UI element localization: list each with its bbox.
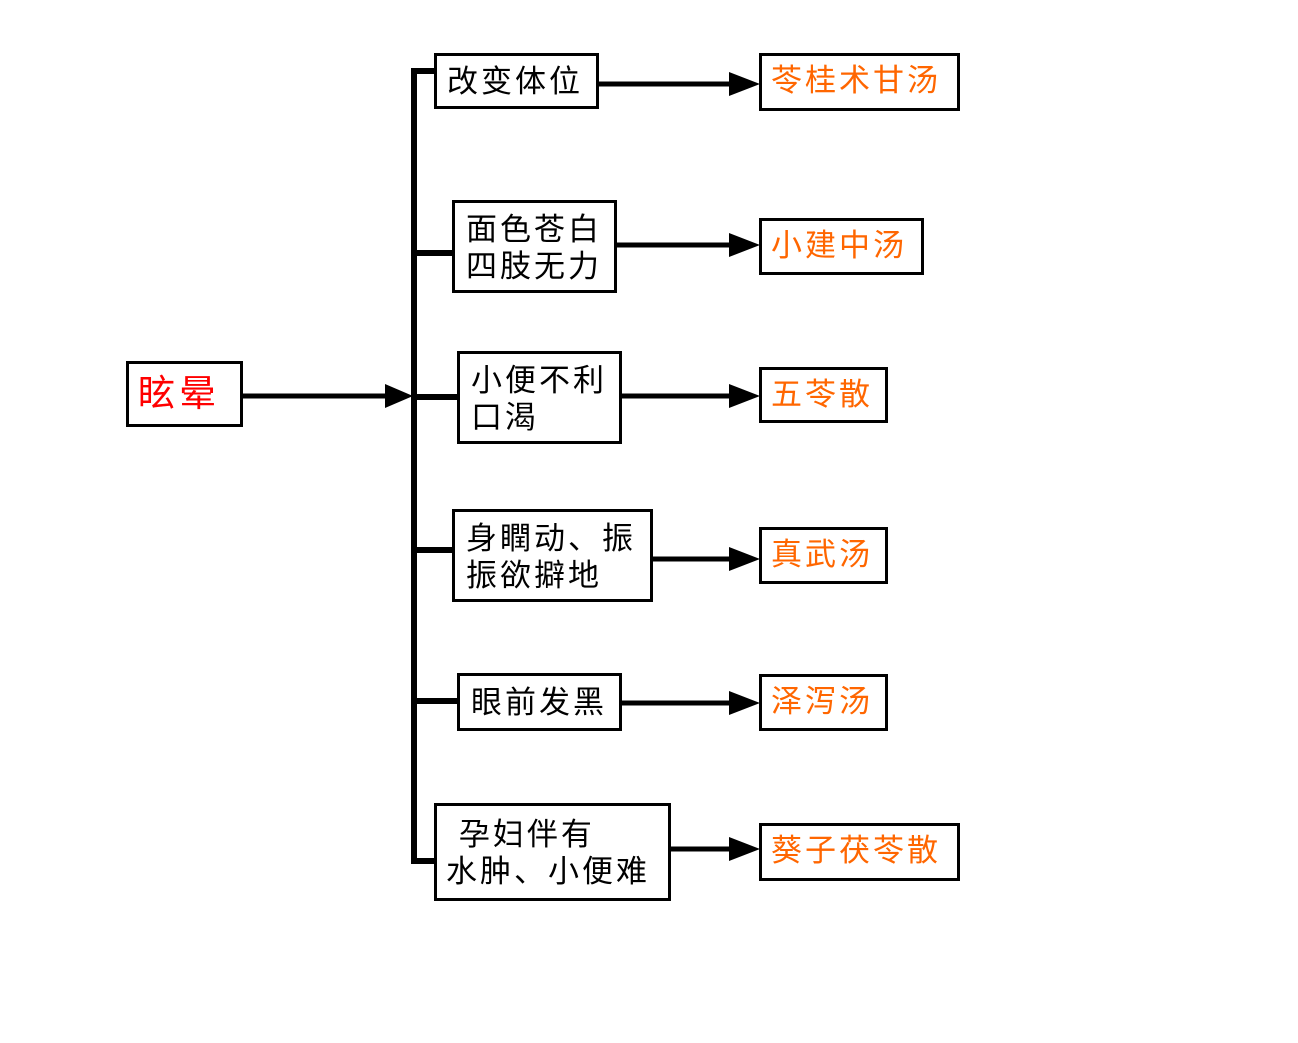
remedy-arrowhead-4 [729,547,760,571]
symptom-text-line: 小便不利 [471,363,607,399]
remedy-node-3: 五苓散 [759,367,888,423]
remedy-node-6: 葵子茯苓散 [759,823,960,881]
root-label: 眩晕 [138,372,220,415]
symptom-text-line: 口渴 [471,400,539,436]
symptom-node-1: 改变体位 [434,53,599,109]
symptom-node-5: 眼前发黑 [457,673,622,731]
symptom-text-line: 水肿、小便难 [446,854,650,890]
remedy-arrowhead-1 [729,72,760,96]
remedy-label: 泽泻汤 [771,684,873,720]
remedy-node-1: 苓桂术甘汤 [759,53,960,111]
remedy-node-2: 小建中汤 [759,218,924,275]
remedy-label: 真武汤 [771,537,873,573]
symptom-node-2: 面色苍白 四肢无力 [452,200,617,293]
remedy-arrowhead-3 [729,384,760,408]
remedy-arrowhead-5 [729,691,760,715]
symptom-text-line: 孕妇伴有 [446,817,595,853]
remedy-label: 葵子茯苓散 [771,833,941,869]
remedy-label: 苓桂术甘汤 [771,63,941,99]
symptom-node-4: 身瞤动、振 振欲擗地 [452,509,653,602]
remedy-arrowhead-6 [729,837,760,861]
remedy-node-5: 泽泻汤 [759,674,888,731]
symptom-text-line: 四肢无力 [466,249,602,285]
symptom-node-6: 孕妇伴有 水肿、小便难 [434,803,671,901]
remedy-arrowhead-2 [729,233,760,257]
symptom-text-line: 改变体位 [447,64,583,100]
root-node: 眩晕 [126,361,243,427]
remedy-label: 小建中汤 [771,228,907,264]
symptom-node-3: 小便不利 口渴 [457,351,622,444]
symptom-text-line: 眼前发黑 [471,685,607,721]
remedy-label: 五苓散 [771,377,873,413]
symptom-text-line: 振欲擗地 [466,558,602,594]
remedy-node-4: 真武汤 [759,527,888,584]
symptom-text-line: 身瞤动、振 [466,521,636,557]
symptom-text-line: 面色苍白 [466,212,602,248]
root-arrowhead [385,384,413,408]
